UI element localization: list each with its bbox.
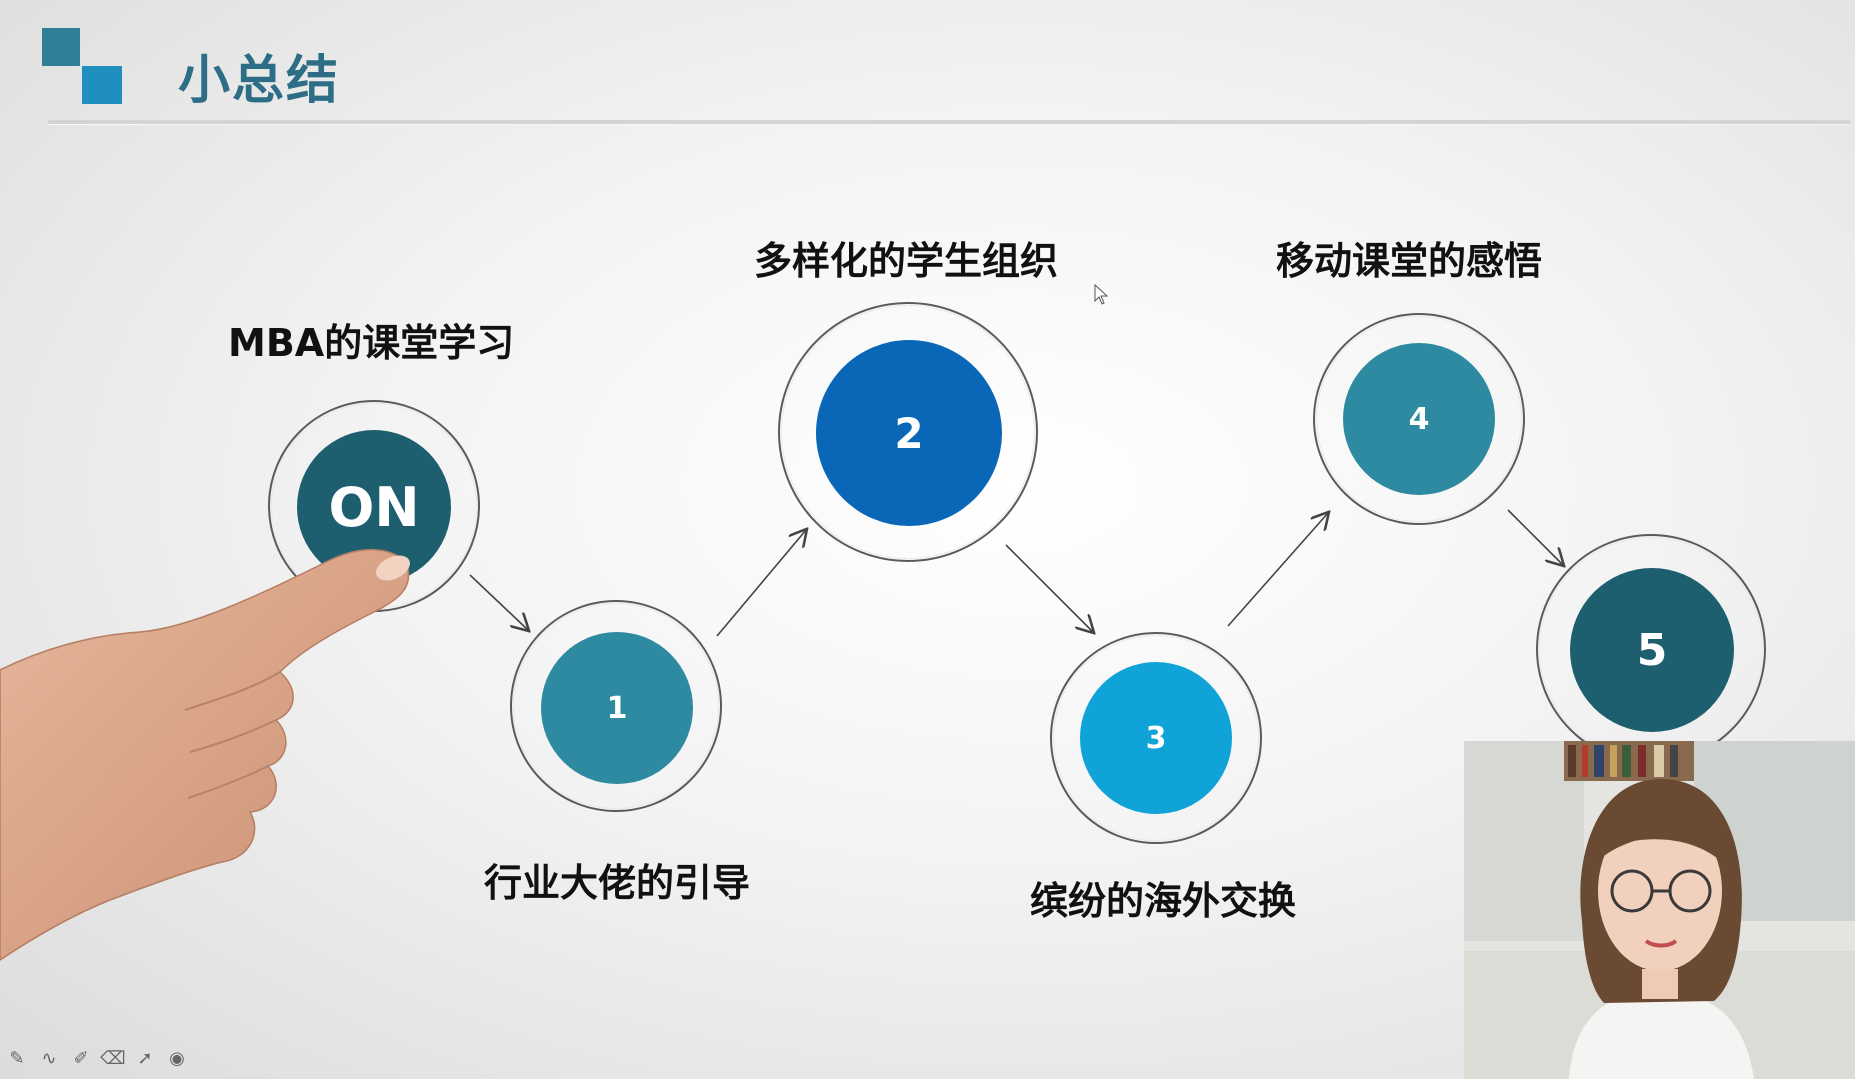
mouse-cursor-icon <box>1094 284 1109 305</box>
arrow-on-to-1 <box>469 574 528 630</box>
presenter-webcam <box>1464 741 1855 1079</box>
step-4-label: 移动课堂的感悟 <box>1276 239 1543 283</box>
pointing-hand-image <box>0 548 410 961</box>
step-5-node[interactable]: 5 <box>1570 568 1734 732</box>
presenter-toolbar: ✎ ∿ ✐ ⌫ ➚ ◉ <box>6 1047 188 1069</box>
title-divider <box>48 120 1850 125</box>
step-1-ring <box>510 600 722 812</box>
eraser-icon[interactable]: ⌫ <box>100 1047 126 1069</box>
pen-icon[interactable]: ✎ <box>9 1047 25 1069</box>
step-2-label: 多样化的学生组织 <box>754 239 1059 283</box>
slide-logo <box>42 28 122 104</box>
start-button[interactable]: ON <box>297 430 451 584</box>
start-title: MBA的课堂学习 <box>228 321 515 365</box>
slide-title: 小总结 <box>178 51 341 111</box>
curve-icon[interactable]: ∿ <box>41 1047 57 1069</box>
step-1-label: 行业大佬的引导 <box>484 861 751 905</box>
step-3-node[interactable]: 3 <box>1080 662 1232 814</box>
step-2-node[interactable]: 2 <box>816 340 1002 526</box>
step-3-ring <box>1050 632 1262 844</box>
logo-square-dark <box>42 28 80 66</box>
step-4-ring <box>1313 313 1525 525</box>
highlighter-icon[interactable]: ✐ <box>73 1047 89 1069</box>
arrow-1-to-2 <box>716 530 806 637</box>
arrow-2-to-3 <box>1005 544 1093 632</box>
arrow-3-to-4 <box>1227 513 1328 627</box>
record-icon[interactable]: ◉ <box>169 1047 185 1069</box>
arrow-4-to-5 <box>1507 509 1563 565</box>
step-1-node[interactable]: 1 <box>541 632 693 784</box>
step-2-ring <box>778 302 1038 562</box>
step-3-label: 缤纷的海外交换 <box>1030 879 1297 923</box>
logo-square-light <box>82 66 122 104</box>
pointer-icon[interactable]: ➚ <box>137 1047 153 1069</box>
step-4-node[interactable]: 4 <box>1343 343 1495 495</box>
